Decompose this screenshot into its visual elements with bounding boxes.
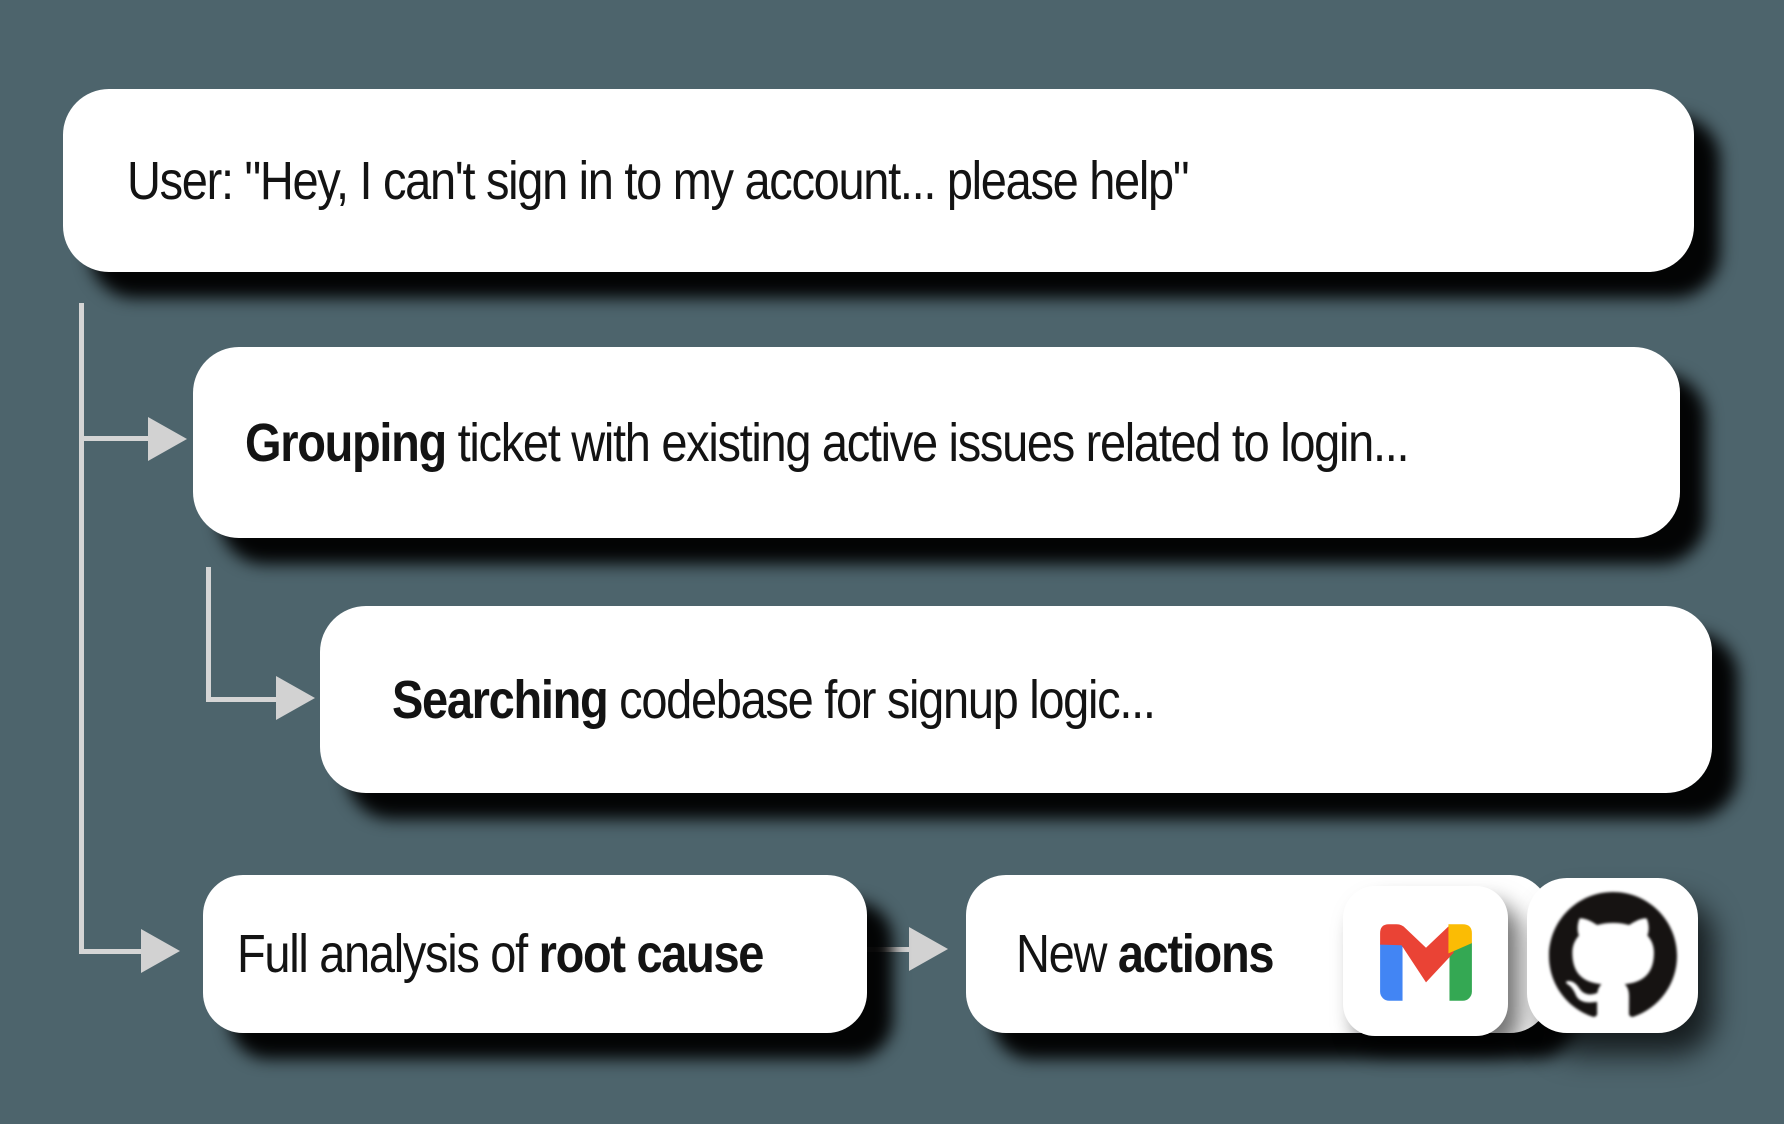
- new-actions-keyword: actions: [1117, 924, 1275, 984]
- connector-branch-to-searching: [206, 697, 278, 702]
- analysis-result-card: Full analysis of root cause: [203, 875, 867, 1033]
- gmail-action-tile: [1343, 886, 1508, 1036]
- arrow-right-icon: [276, 676, 315, 720]
- searching-step-detail: codebase for signup logic...: [607, 669, 1156, 730]
- github-icon: [1548, 891, 1677, 1017]
- connector-branch-to-grouping: [79, 436, 149, 441]
- gmail-icon: [1379, 924, 1472, 1001]
- grouping-step-keyword: Grouping: [245, 412, 447, 473]
- user-message-label: User: "Hey, I can't sign in to my accoun…: [127, 150, 1190, 211]
- grouping-step-detail: ticket with existing active issues relat…: [445, 412, 1410, 473]
- user-message-text: User: "Hey, I can't sign in to my accoun…: [127, 150, 1190, 212]
- searching-step-keyword: Searching: [392, 669, 609, 730]
- connector-grouping-to-searching-vertical: [206, 567, 211, 702]
- arrow-right-icon: [148, 417, 187, 461]
- new-actions-text: New actions: [1016, 923, 1275, 985]
- github-action-tile: [1527, 878, 1698, 1033]
- new-actions-prefix: New: [1016, 924, 1118, 984]
- connector-branch-to-analysis: [79, 949, 143, 954]
- searching-step-text: Searching codebase for signup logic...: [392, 669, 1156, 731]
- connector-analysis-to-actions: [845, 947, 911, 952]
- user-message-card: User: "Hey, I can't sign in to my accoun…: [63, 89, 1694, 272]
- grouping-step-card: Grouping ticket with existing active iss…: [193, 347, 1680, 538]
- analysis-result-prefix: Full analysis of: [237, 924, 539, 984]
- analysis-result-text: Full analysis of root cause: [237, 923, 765, 985]
- analysis-result-keyword: root cause: [538, 924, 765, 984]
- arrow-right-icon: [909, 927, 948, 971]
- searching-step-card: Searching codebase for signup logic...: [320, 606, 1712, 793]
- connector-trunk-vertical: [79, 303, 84, 954]
- grouping-step-text: Grouping ticket with existing active iss…: [245, 412, 1410, 474]
- arrow-right-icon: [141, 929, 180, 973]
